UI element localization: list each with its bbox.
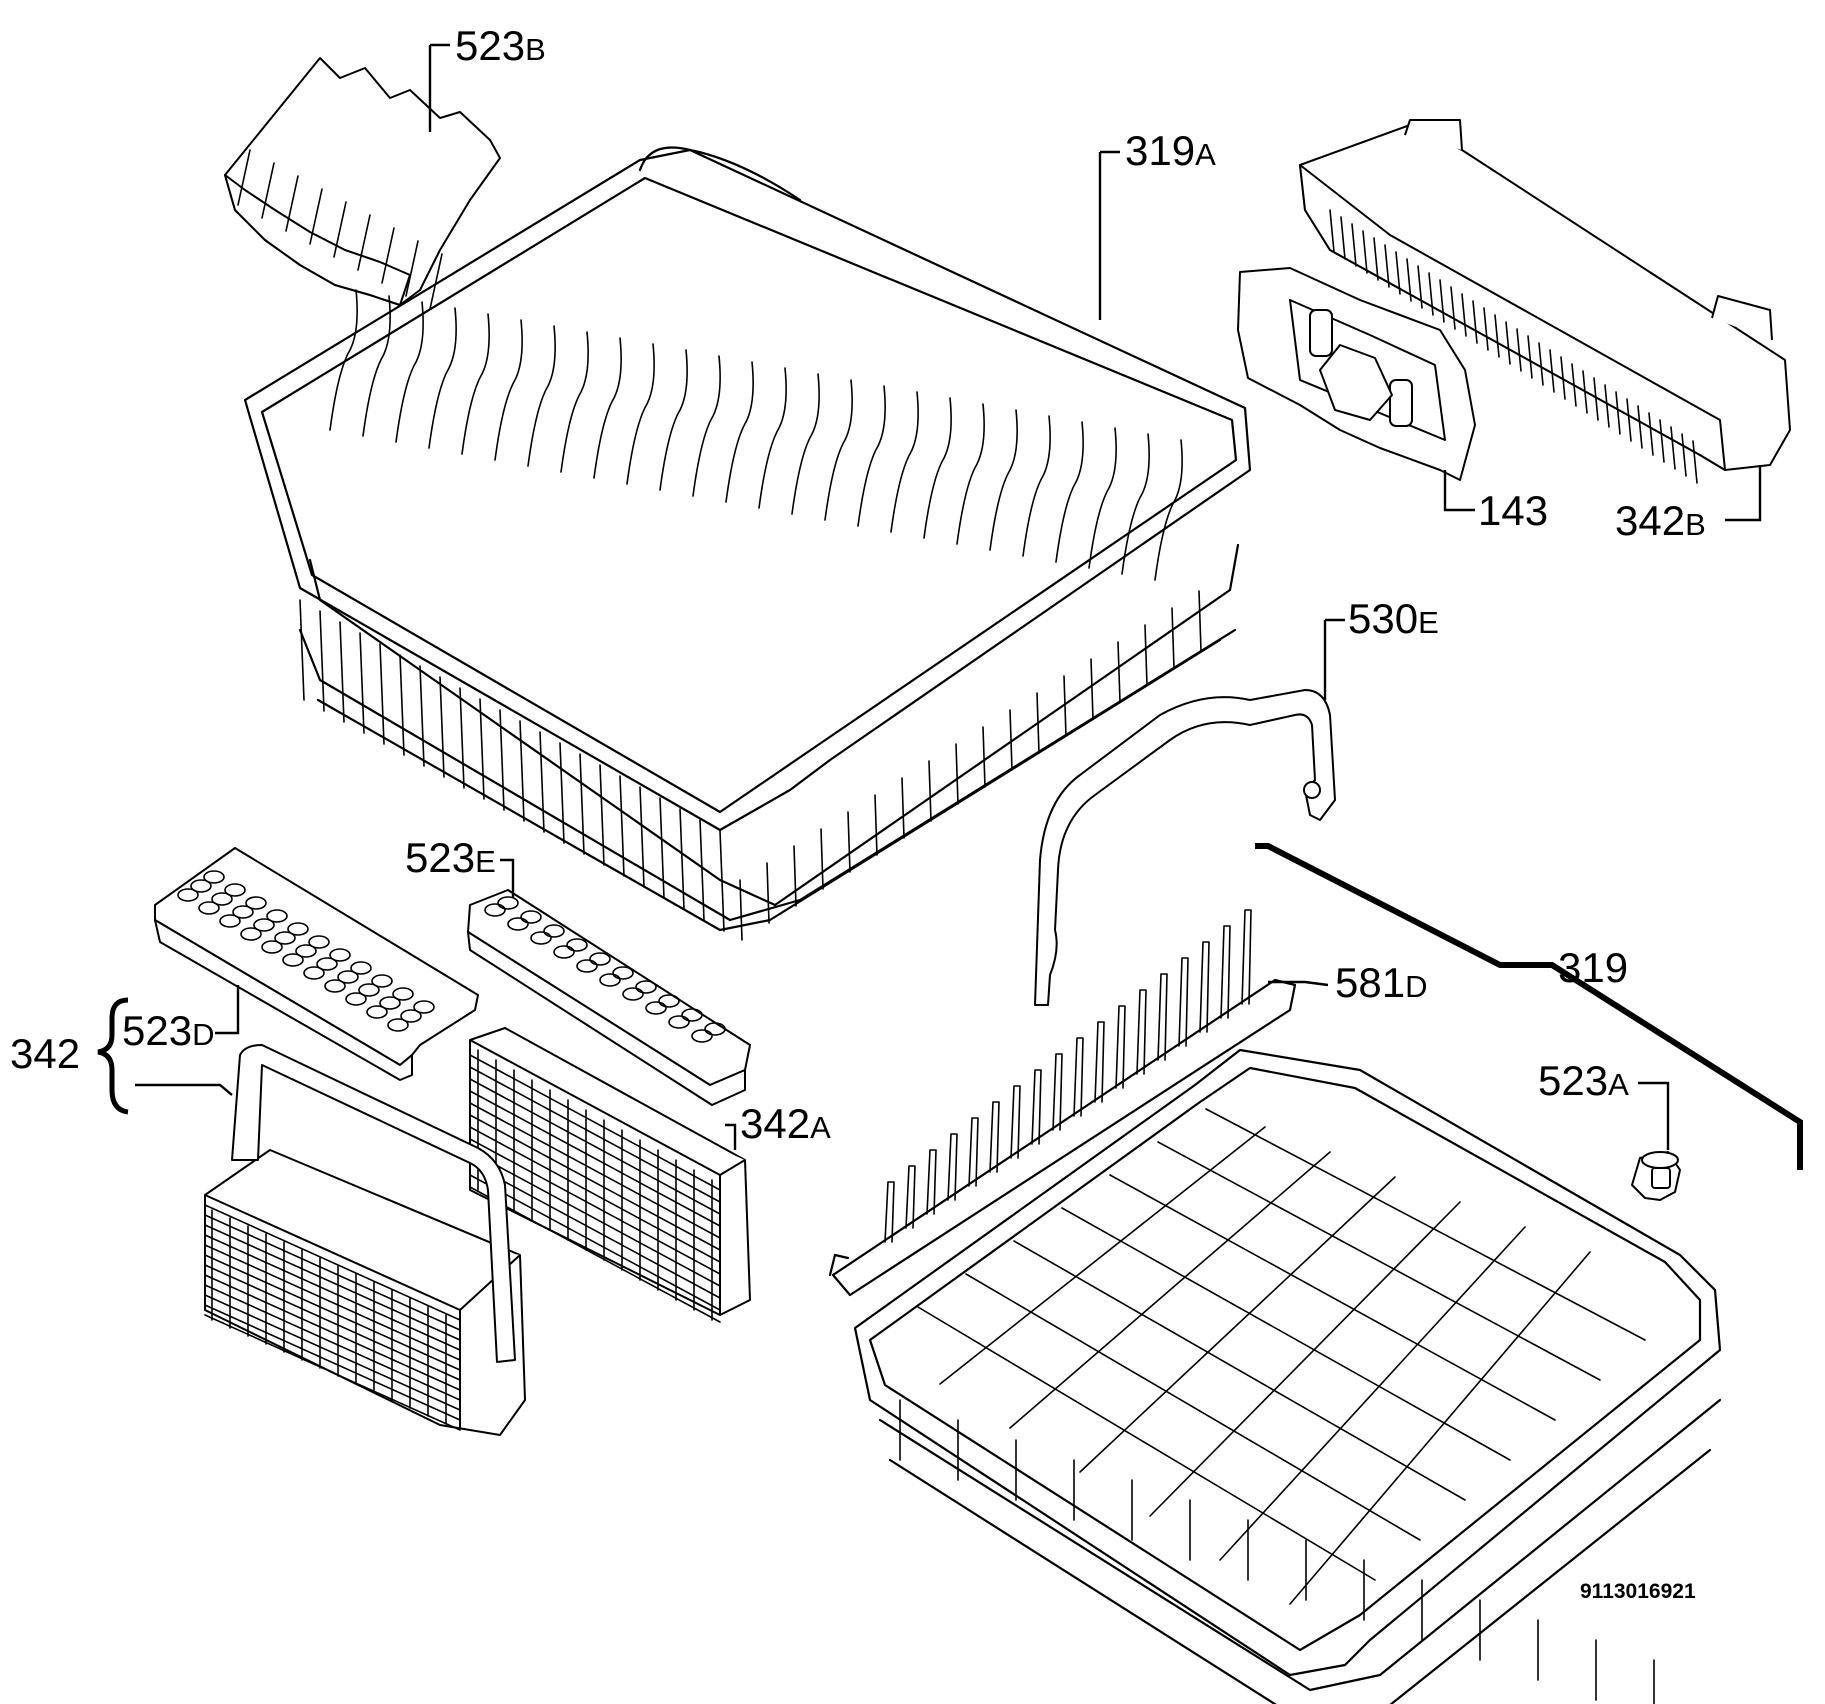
part-523a-wheel xyxy=(1631,1151,1681,1201)
part-319-lower-basket xyxy=(853,1048,1722,1704)
label-523b: 523B xyxy=(455,22,546,69)
label-523a: 523A xyxy=(1538,1057,1629,1104)
part-143-bracket xyxy=(1237,267,1476,481)
label-342b: 342B xyxy=(1615,497,1706,544)
label-319a: 319A xyxy=(1125,127,1216,174)
label-581d: 581D xyxy=(1335,959,1427,1006)
leader-523a xyxy=(1638,1081,1670,1150)
part-523b-comb-insert xyxy=(224,57,501,310)
part-342b-side-basket xyxy=(1299,119,1791,484)
leader-523e xyxy=(500,858,515,898)
leader-319 xyxy=(1255,843,1803,1170)
part-530e-rail xyxy=(1034,689,1336,1006)
part-342-cutlery-basket xyxy=(204,1044,526,1436)
label-523d: 523D xyxy=(122,1007,214,1054)
leader-342 xyxy=(135,1083,233,1096)
brace-342 xyxy=(97,997,129,1115)
label-523e: 523E xyxy=(405,834,496,881)
part-523e-cutlery-grid xyxy=(467,889,751,1106)
label-342a: 342A xyxy=(740,1100,831,1147)
part-523d-cutlery-grid xyxy=(154,847,479,1081)
part-319a-upper-basket xyxy=(243,146,1252,941)
leader-lines xyxy=(97,43,1803,1170)
leader-342a xyxy=(725,1123,737,1150)
part-342a-cutlery-basket xyxy=(469,1027,751,1323)
label-342: 342 xyxy=(10,1030,80,1077)
drawing-code: 9113016921 xyxy=(1580,1580,1696,1603)
leader-143 xyxy=(1443,470,1475,512)
leader-342b xyxy=(1725,465,1762,522)
label-530e: 530E xyxy=(1348,595,1439,642)
leader-523d xyxy=(215,985,240,1035)
label-143: 143 xyxy=(1478,487,1548,534)
callout-labels: 523B 319A 143 342B 530E 523E 523D 342 34… xyxy=(10,22,1706,1603)
label-319: 319 xyxy=(1558,944,1628,991)
leader-581d xyxy=(1268,980,1329,987)
part-581d-folding-tines xyxy=(828,909,1297,1297)
